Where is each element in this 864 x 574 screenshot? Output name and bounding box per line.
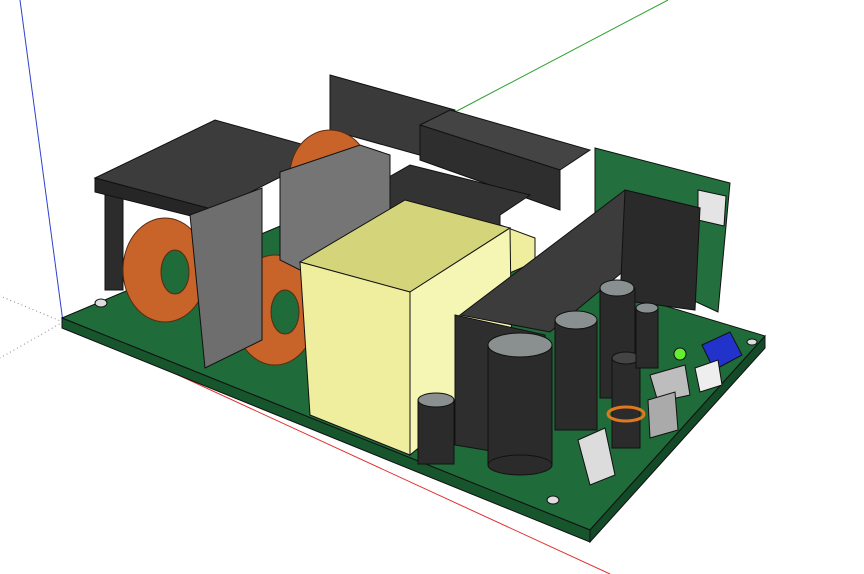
back-heatsink-front (419, 124, 561, 211)
mount-hole (546, 495, 560, 505)
toroid-inductor-1[interactable] (122, 217, 208, 323)
trimpot-2[interactable] (647, 391, 679, 439)
capacitor-small-1[interactable] (606, 351, 646, 449)
mount-hole (94, 298, 108, 308)
ferrite-core-1[interactable] (189, 187, 263, 369)
blue-trimmer[interactable] (701, 331, 743, 371)
connector-white[interactable] (694, 359, 723, 393)
connector[interactable] (697, 189, 727, 227)
mount-hole (746, 338, 758, 346)
pin-header[interactable] (577, 427, 616, 486)
blue-axis (19, 0, 64, 323)
red-axis-neg (0, 295, 64, 323)
heatsink-post (104, 194, 124, 291)
right-heatsink-side (619, 189, 701, 311)
trimpot-1[interactable] (649, 364, 691, 403)
led-green (673, 347, 687, 361)
green-axis-neg (0, 321, 64, 359)
capacitor-small-2[interactable] (417, 392, 455, 465)
pcb-board-side-edge (589, 334, 766, 544)
capacitor-small-3[interactable] (635, 302, 659, 369)
green-axis (454, 0, 669, 113)
capacitor-large-1[interactable] (487, 332, 553, 476)
capacitor-large-2[interactable] (554, 310, 598, 431)
